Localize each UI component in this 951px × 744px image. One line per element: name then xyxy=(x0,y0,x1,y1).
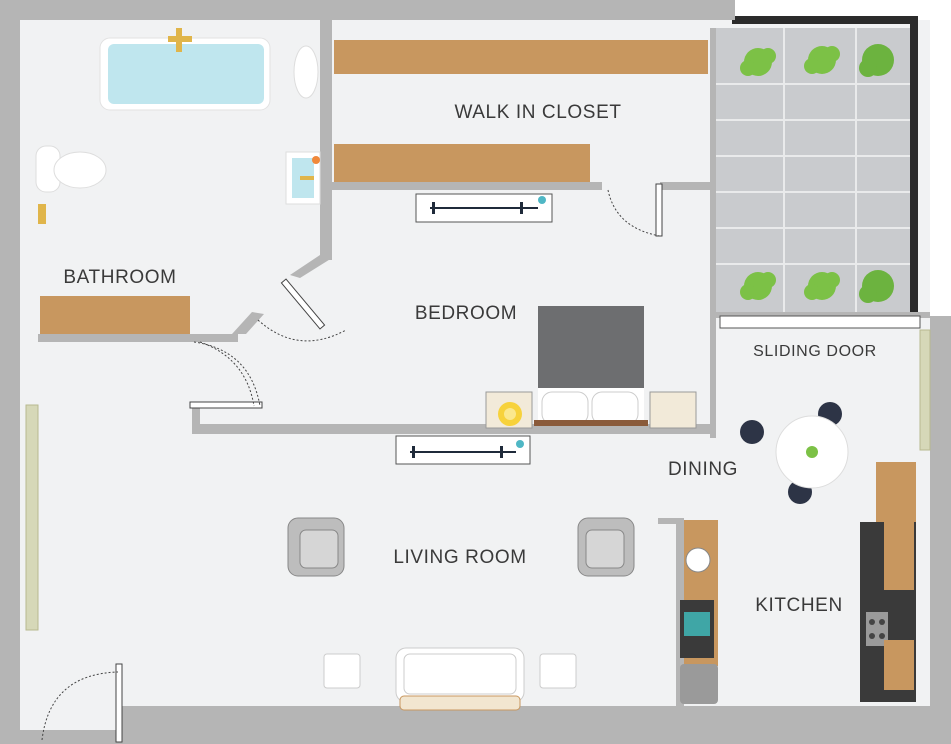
bathroom-vanity xyxy=(40,296,190,334)
bathroom-sink xyxy=(285,151,321,205)
door xyxy=(41,183,663,743)
kitchen-counter xyxy=(680,462,916,704)
towel-bar xyxy=(38,204,46,224)
wall-angle xyxy=(290,255,332,278)
bed xyxy=(534,306,648,426)
wall-angle xyxy=(232,312,264,334)
sink-icon xyxy=(685,547,711,573)
bathtub xyxy=(99,28,271,111)
room-label-kitchen: KITCHEN xyxy=(755,595,843,616)
closet-shelf xyxy=(334,40,708,74)
balcony-railing xyxy=(910,20,918,320)
toilet xyxy=(35,145,107,193)
dining-table xyxy=(740,402,849,504)
room-label-dining: DINING xyxy=(668,459,738,480)
armchair xyxy=(287,517,635,577)
balcony xyxy=(712,16,918,320)
room-label-bathroom: BATHROOM xyxy=(63,267,176,288)
room-label-sliding-door: SLIDING DOOR xyxy=(753,343,877,360)
closet-rod xyxy=(395,193,553,465)
room-label-bedroom: BEDROOM xyxy=(415,303,517,324)
closet-shelf xyxy=(334,144,590,182)
plant-icon xyxy=(806,446,818,458)
sliding-door xyxy=(719,315,921,329)
window xyxy=(25,329,931,631)
toiletries xyxy=(293,45,319,99)
room-label-living-room: LIVING ROOM xyxy=(393,547,526,568)
plant-icon xyxy=(740,44,894,303)
nightstand xyxy=(485,391,697,429)
room-label-walk-in-closet: WALK IN CLOSET xyxy=(454,102,621,123)
sofa xyxy=(323,647,577,711)
